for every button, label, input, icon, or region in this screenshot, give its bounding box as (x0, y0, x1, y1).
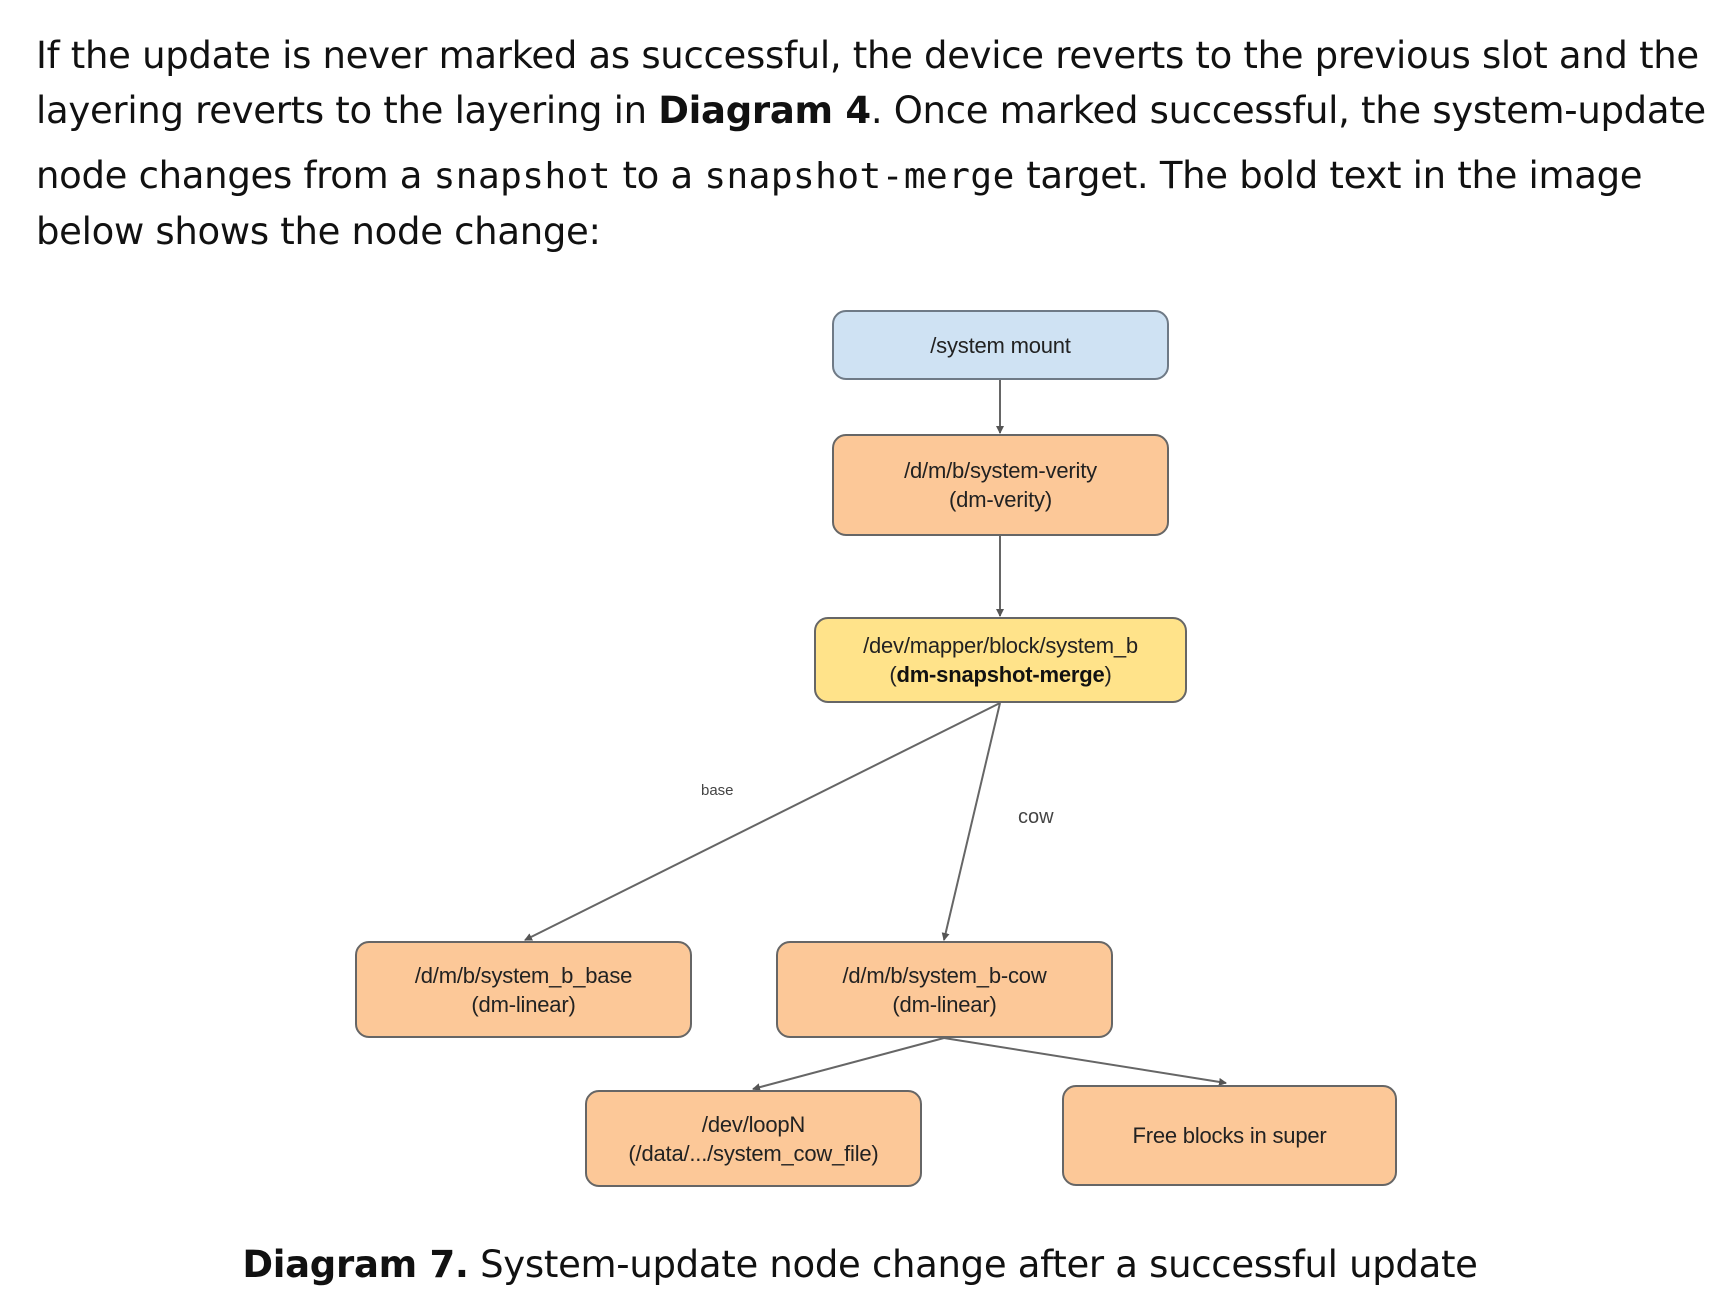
node-system-b: /dev/mapper/block/system_b (dm-snapshot-… (814, 617, 1187, 703)
node-system-b-base-path: /d/m/b/system_b_base (414, 962, 633, 988)
node-dev-loop-path: /dev/loopN (701, 1111, 806, 1137)
edge-cow-to-free-blocks (943, 1037, 1227, 1086)
edge-label-base: base (701, 782, 734, 799)
edge-cow-to-loop (752, 1037, 945, 1092)
edge-label-cow: cow (1018, 806, 1054, 828)
figure-caption: Diagram 7. System-update node change aft… (0, 1240, 1720, 1290)
node-free-blocks-label: Free blocks in super (1132, 1123, 1327, 1148)
node-dev-loop: /dev/loopN (/data/.../system_cow_file) (585, 1090, 922, 1187)
node-system-b-cow-path: /d/m/b/system_b-cow (842, 962, 1047, 988)
caption-label: Diagram 7. (242, 1243, 469, 1286)
code-snapshot: snapshot (433, 156, 611, 197)
node-system-verity-type: (dm-verity) (949, 487, 1052, 512)
node-system-b-cow: /d/m/b/system_b-cow (dm-linear) (776, 941, 1113, 1038)
paragraph-line-3: node changes from a snapshot to a snapsh… (36, 154, 1643, 197)
node-system-mount-label: /system mount (930, 332, 1071, 358)
node-system-verity-path: /d/m/b/system-verity (904, 458, 1097, 483)
node-system-mount: /system mount (832, 310, 1169, 380)
node-system-b-base: /d/m/b/system_b_base (dm-linear) (355, 941, 692, 1038)
node-system-b-path: /dev/mapper/block/system_b (863, 633, 1138, 658)
node-dev-loop-file: (/data/.../system_cow_file) (628, 1140, 879, 1166)
body-paragraph: If the update is never marked as success… (36, 28, 1706, 259)
edge-system-b-to-cow (941, 702, 1001, 941)
paragraph-line-1: If the update is never marked as success… (36, 34, 1699, 77)
paragraph-line-4: below shows the node change: (36, 210, 601, 253)
node-system-b-type: (dm-snapshot-merge) (889, 662, 1112, 687)
caption-text: System-update node change after a succes… (468, 1243, 1478, 1286)
node-system-b-cow-type: (dm-linear) (892, 991, 997, 1017)
code-snapshot-merge: snapshot-merge (704, 156, 1015, 197)
diagram-4-reference: Diagram 4 (658, 89, 871, 132)
paragraph-line-2: layering reverts to the layering in Diag… (36, 89, 1706, 132)
node-free-blocks: Free blocks in super (1062, 1085, 1397, 1186)
node-system-verity: /d/m/b/system-verity (dm-verity) (832, 434, 1169, 536)
node-system-b-type-bold: dm-snapshot-merge (896, 662, 1105, 687)
node-system-b-base-type: (dm-linear) (471, 991, 576, 1017)
edge-system-b-to-base (524, 702, 1001, 941)
